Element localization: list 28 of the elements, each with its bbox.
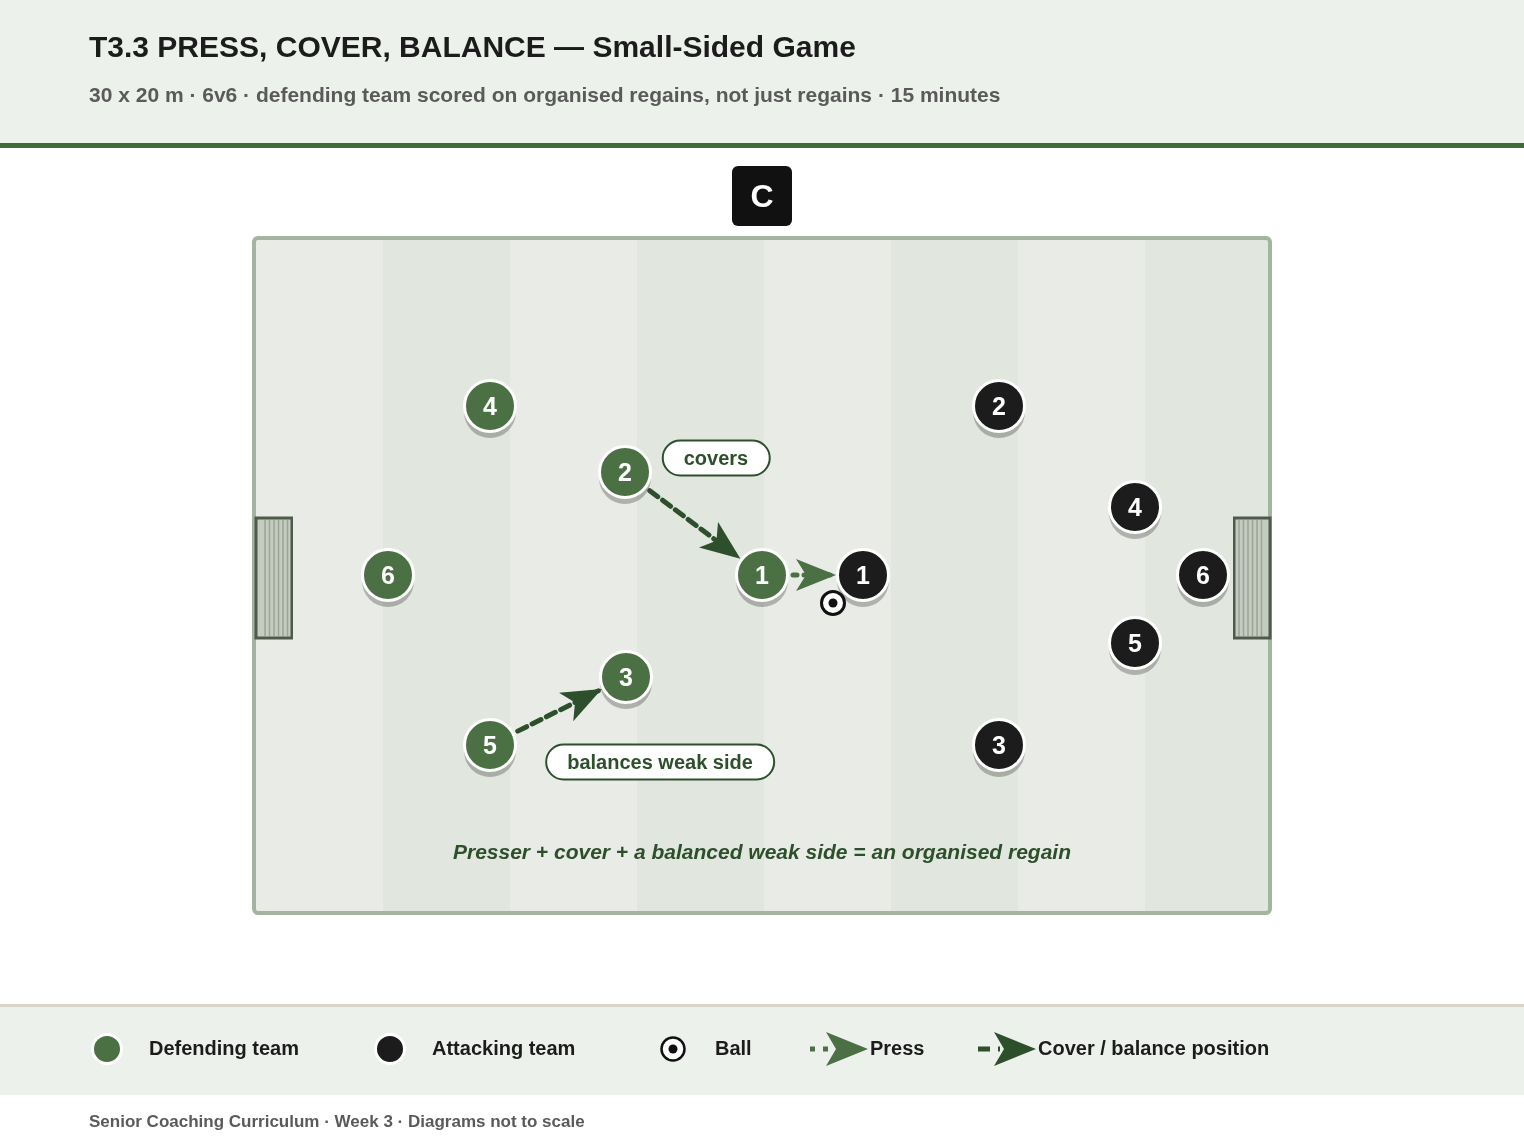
attacker-token: 1 <box>836 548 890 602</box>
pitch <box>252 236 1272 915</box>
defender-token: 1 <box>735 548 789 602</box>
legend-label: Cover / balance position <box>1038 1037 1270 1060</box>
defender-token: 6 <box>361 548 415 602</box>
attacker-token: 6 <box>1176 548 1230 602</box>
defender-token: 2 <box>598 445 652 499</box>
attacker-token: 5 <box>1108 616 1162 670</box>
defender-token: 3 <box>599 650 653 704</box>
arrow <box>647 488 741 559</box>
legend-label: Press <box>870 1037 925 1060</box>
attacker-token: 3 <box>972 718 1026 772</box>
legend-label: Attacking team <box>432 1037 576 1060</box>
attacker-token: 4 <box>1108 480 1162 534</box>
edge-label: covers <box>661 439 771 477</box>
subtitle: 30 x 20 m · 6v6 · defending team scored on organised regains, not just regains · 15 minutes <box>89 83 1001 107</box>
defender-token: 4 <box>463 379 517 433</box>
attacker-token: 2 <box>972 379 1026 433</box>
legend-label: Defending team <box>149 1037 300 1060</box>
footer-note: Senior Coaching Curriculum · Week 3 · Diagrams not to scale <box>89 1112 585 1132</box>
arrow <box>515 688 602 734</box>
coach-marker: C <box>732 166 792 226</box>
title: T3.3 PRESS, COVER, BALANCE — Small-Sided Game <box>89 30 856 64</box>
arrow <box>790 559 836 591</box>
pitch-note: Presser + cover + a balanced weak side = an organised regain <box>451 840 1073 864</box>
legend-label: Ball <box>715 1037 752 1060</box>
edge-label: balances weak side <box>545 743 775 781</box>
defender-token: 5 <box>463 718 517 772</box>
